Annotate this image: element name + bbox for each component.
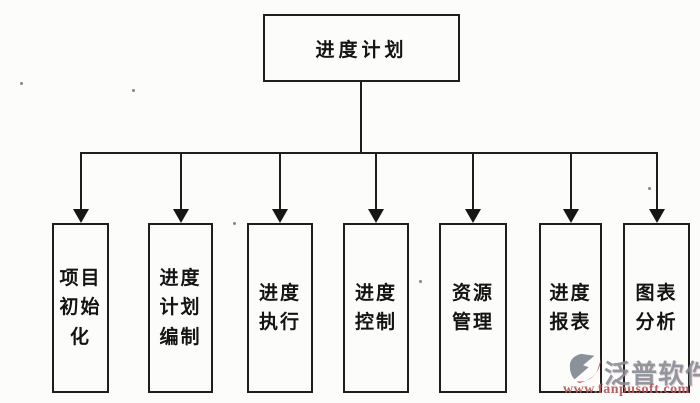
arrow-down-icon (272, 209, 288, 223)
arrow-down-icon (73, 209, 89, 223)
node-resource-manage: 资源 管理 (439, 223, 507, 393)
connector-bus (80, 152, 658, 154)
connector-drop-1 (80, 153, 82, 210)
connector-drop-5 (472, 153, 474, 210)
arrow-down-icon (368, 209, 384, 223)
node-label: 项目 初始 化 (59, 267, 102, 348)
connector-drop-6 (570, 153, 572, 210)
node-project-init: 项目 初始 化 (52, 223, 109, 393)
node-label: 资源 管理 (451, 282, 494, 333)
scan-speck (419, 280, 422, 283)
node-chart-analysis: 图表 分析 (623, 223, 690, 393)
arrow-down-icon (465, 209, 481, 223)
node-schedule-plan-compile: 进度 计划 编制 (148, 223, 213, 393)
node-label: 进度 报表 (549, 282, 592, 333)
scan-speck (648, 187, 651, 190)
arrow-down-icon (649, 209, 665, 223)
node-label: 图表 分析 (635, 282, 678, 333)
node-schedule-plan: 进度计划 (263, 14, 460, 82)
node-label: 进度 执行 (258, 282, 301, 333)
arrow-down-icon (563, 209, 579, 223)
node-label: 进度计划 (315, 39, 408, 61)
node-label: 进度 计划 编制 (159, 267, 202, 348)
scan-speck (132, 89, 135, 92)
node-schedule-execute: 进度 执行 (247, 223, 313, 393)
scan-speck (20, 82, 23, 85)
arrow-down-icon (173, 209, 189, 223)
connector-stem (360, 81, 362, 154)
node-schedule-report: 进度 报表 (539, 223, 602, 393)
node-schedule-control: 进度 控制 (343, 223, 409, 393)
connector-drop-2 (180, 153, 182, 210)
connector-drop-3 (279, 153, 281, 210)
connector-drop-4 (375, 153, 377, 210)
connector-drop-7 (656, 153, 658, 210)
node-label: 进度 控制 (354, 282, 397, 333)
scan-speck (233, 222, 236, 225)
